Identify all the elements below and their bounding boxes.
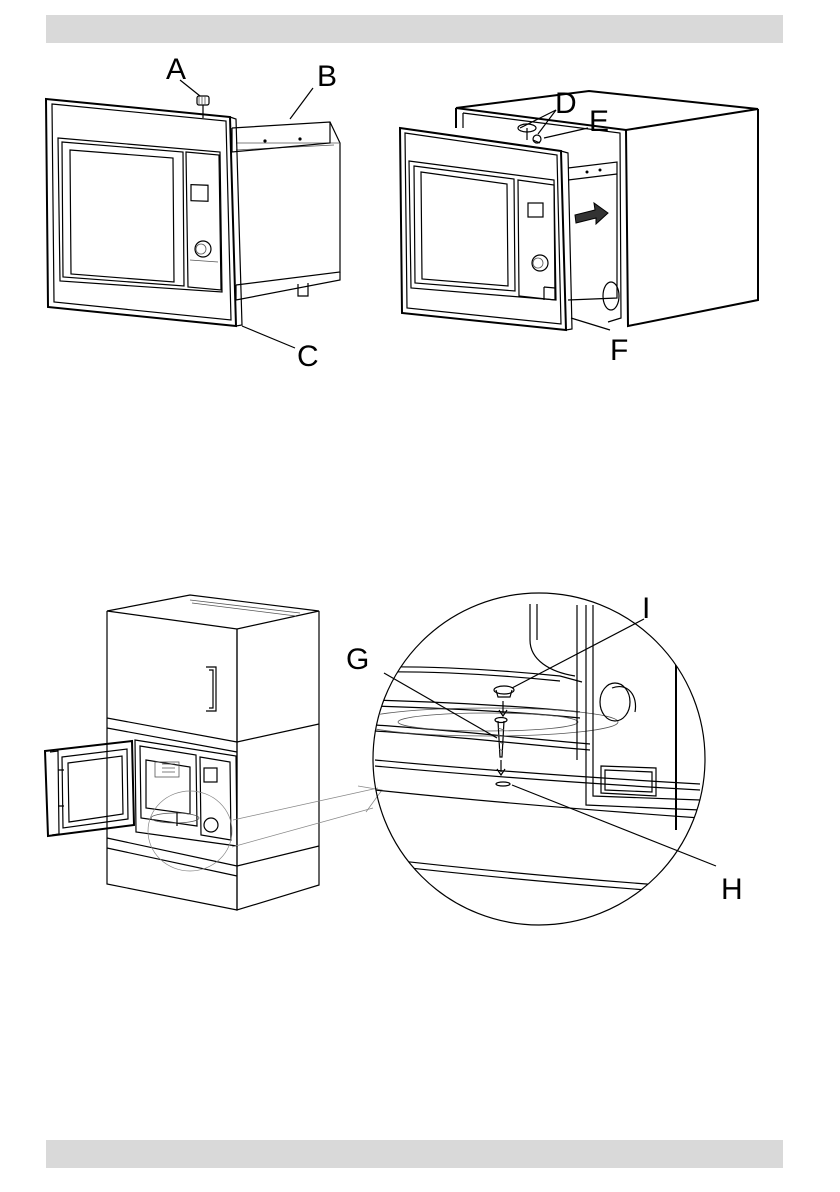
figure-3-detail-circle: I G H [232,592,743,925]
push-arrow-icon [575,203,608,224]
label-e: E [589,105,609,138]
label-c: C [297,340,319,373]
label-b: B [317,60,337,93]
label-f: F [610,334,628,367]
label-i: I [642,592,650,625]
label-h: H [721,873,743,906]
figure-1-microwave-frame: A B C [46,53,340,373]
label-a: A [166,53,186,86]
figure-2-cabinet-insertion: D E F [400,87,758,367]
label-d: D [555,87,577,120]
figure-3-tall-cabinet [45,595,319,910]
label-g: G [346,643,369,676]
